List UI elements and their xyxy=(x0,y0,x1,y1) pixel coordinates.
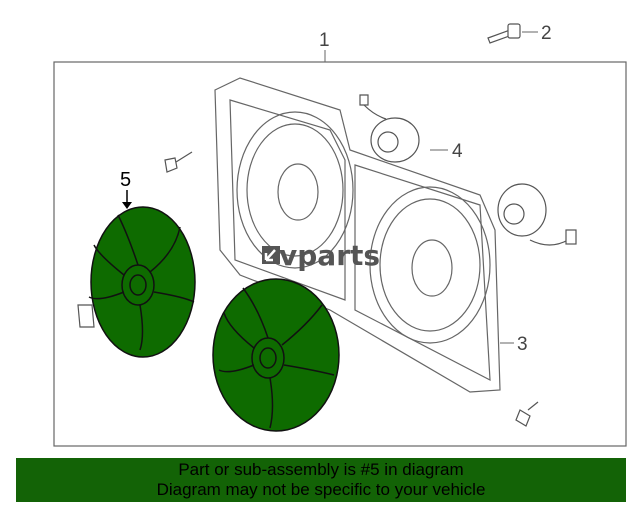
callout-3[interactable]: 3 xyxy=(517,334,528,355)
bolt-icon xyxy=(487,23,521,44)
banner-line-1: Part or sub-assembly is #5 in diagram xyxy=(178,460,464,479)
assembly-frame xyxy=(53,61,627,447)
banner-line-2: Diagram may not be specific to your vehi… xyxy=(156,480,486,499)
notice-banner: Part or sub-assembly is #5 in diagram Di… xyxy=(16,458,626,502)
callout-1[interactable]: 1 xyxy=(319,30,330,51)
fan-motor-icon xyxy=(359,94,420,163)
fan-motor-2-icon xyxy=(497,183,577,246)
callout-2[interactable]: 2 xyxy=(541,23,552,44)
watermark-text: vparts xyxy=(279,239,380,272)
callout-5[interactable]: 5 xyxy=(120,169,131,191)
cooling-fan-part-5[interactable] xyxy=(88,206,340,432)
screw-icon xyxy=(77,151,539,427)
callout-4[interactable]: 4 xyxy=(452,141,463,162)
fan-shroud xyxy=(214,77,501,393)
vparts-watermark-logo: vparts xyxy=(262,239,380,272)
